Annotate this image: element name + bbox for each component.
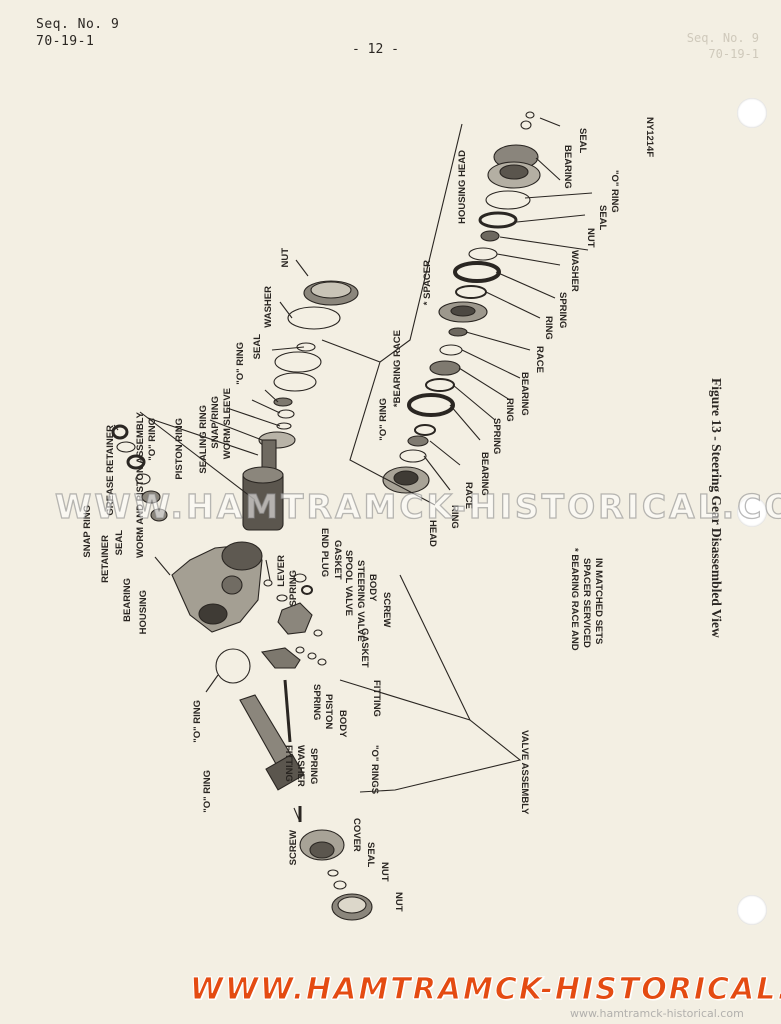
label-housing: HOUSING [138,590,149,634]
label-o-rings: "O" RINGS [369,745,380,794]
document-number: 70-19-1 [36,34,95,49]
label-nut-1: NUT [585,228,596,248]
label-snap-ring-1: SNAP RING [210,396,221,449]
valve-body-part [277,602,313,635]
label-seal-3: SEAL [252,334,263,360]
label-end-plug: END PLUG [319,528,330,577]
label-retainer: RETAINER [100,535,111,583]
matched-sets-note-3: IN MATCHED SETS [593,558,604,644]
label-seal-2: SEAL [597,205,608,231]
cover-part [299,829,345,861]
label-piston: PISTON [323,694,334,729]
label-screw-2: SCREW [288,830,299,865]
label-fitting-1: FITTING [371,680,382,717]
label-head: HEAD [427,520,438,547]
label-gasket-1: GASKET [332,540,343,580]
figure-caption: Figure 13 - Steering Gear Disassembled V… [709,378,724,638]
label-spring-5: SPRING [308,748,319,784]
sequence-header: Seq. No. 9 70-19-1 [36,16,119,50]
label-ring-1: RING [543,316,554,340]
label-bearing-2: BEARING [479,452,490,496]
label-washer-2: WASHER [263,286,274,328]
label-piston-ring: PISTON RING [174,418,185,480]
label-grease-retainer: GREASE RETAINER [105,425,116,516]
label-ring-2: RING [504,398,515,422]
seq-number: Seq. No. 9 [36,17,120,32]
housing-part [171,541,263,633]
page-number: - 12 - [352,42,399,57]
label-fitting-2: FITTING [283,745,294,782]
label-washer-3: WASHER [295,745,306,787]
nut-part [303,280,359,306]
label-steering-valve: STEERING VALVE [355,560,366,641]
label-worm-sleeve: WORM SLEEVE [222,388,233,459]
label-ring-3: RING [449,505,460,529]
label-body-2: BODY [337,710,348,738]
bleed-through-text: Seq. No. 9 70-19-1 [686,31,759,61]
housing-head-part [487,144,541,189]
label-nut-3: NUT [379,862,390,882]
binder-hole-bottom [737,895,767,925]
label-seal-5: SEAL [365,842,376,868]
label-nut-4: NUT [393,892,404,912]
label-race-2: RACE [463,482,474,509]
label-o-ring-6: "O" RING [202,770,213,813]
label-washer-1: WASHER [569,250,580,292]
label-bearing-3: BEARING [122,578,133,622]
label-nut-2: NUT [280,248,291,268]
label-o-ring-top: "O" RING [609,170,620,213]
label-o-ring-5: "O" RING [192,700,203,743]
label-housing-head: HOUSING HEAD [457,150,468,224]
label-bearing-top: BEARING [562,145,573,189]
label-race-1: RACE [534,346,545,373]
label-gasket-2: GASKET [359,628,370,668]
label-bearing-1: BEARING [519,372,530,416]
label-body-1: BODY [367,574,378,602]
matched-sets-note-1: * BEARING RACE AND [569,548,580,651]
label-seal-top: SEAL [577,128,588,154]
figure-code: NY1214F [644,117,655,157]
head-part [382,466,430,494]
label-sealing-ring: SEALING RING [198,405,209,474]
label-spring-4: SPRING [311,684,322,720]
label-spring-2: SPRING [491,418,502,454]
label-o-ring-4: "O" RING [147,418,158,461]
label-bearing-race: *BEARING RACE [392,330,403,407]
label-o-ring-mid: "O" RING [378,398,389,441]
watermark-bottom-small: www.hamtramck-historical.com [570,1007,744,1020]
label-spring-3: SPRING [288,570,299,606]
label-spacer: * SPACER [422,260,433,305]
watermark-bottom: WWW.HAMTRAMCK-HISTORICAL.COM [189,972,781,1008]
label-worm-piston: WORM AND PISTON ASSEMBLY [135,411,146,558]
binder-hole-middle [737,497,767,527]
label-spool-valve: SPOOL VALVE [343,550,354,616]
label-spring-1: SPRING [557,292,568,328]
label-screw-1: SCREW [381,592,392,627]
watermark-middle: WWW.HAMTRAMCK-HISTORICAL.COM [54,486,781,526]
label-cover: COVER [351,818,362,852]
label-lever: LEVER [276,555,287,587]
worm-piston-part [242,431,296,531]
sector-shaft-part [239,694,305,791]
label-seal-4: SEAL [114,530,125,556]
label-valve-assembly: VALVE ASSEMBLY [519,730,530,815]
binder-hole-top [737,98,767,128]
matched-sets-note-2: SPACER SERVICED [581,558,592,648]
label-snap-ring-2: SNAP RING [82,505,93,558]
label-o-ring-3: "O" RING [235,342,246,385]
